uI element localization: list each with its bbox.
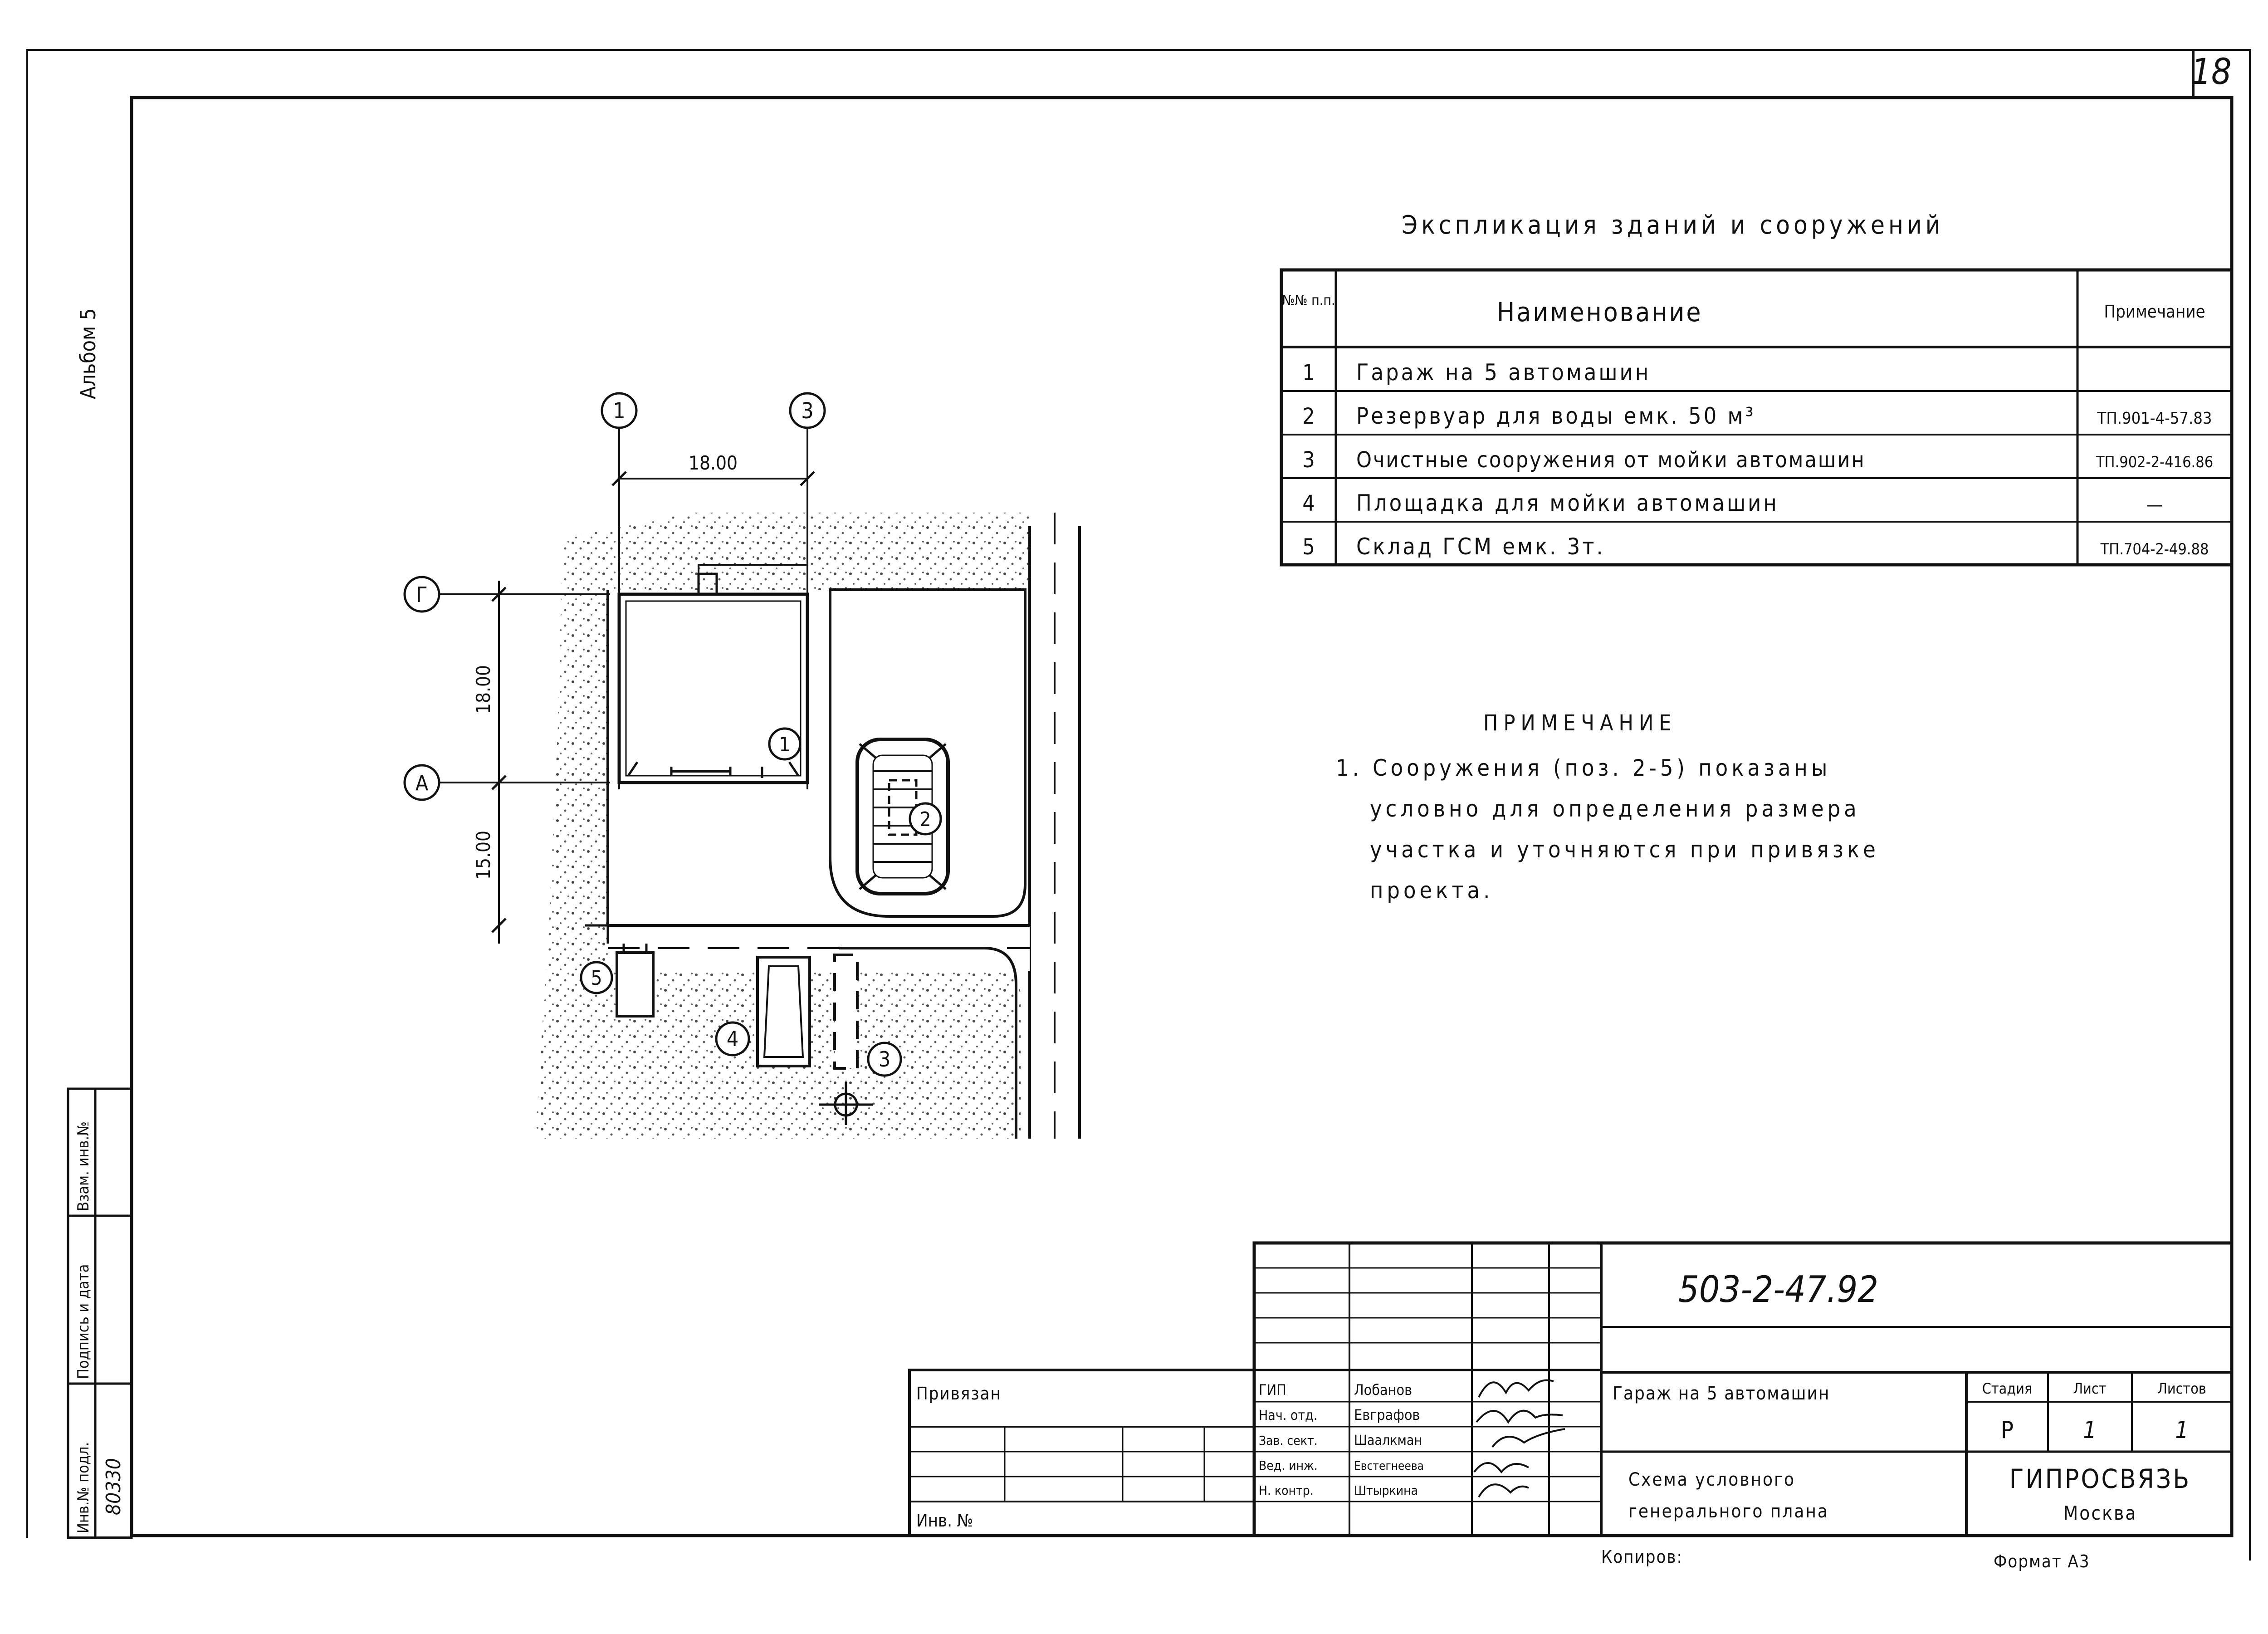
sheet-title-1: Схема условного bbox=[1628, 1469, 1795, 1490]
name-gip: Лобанов bbox=[1354, 1381, 1412, 1399]
side-label-inv: Инв.№ подл. bbox=[74, 1442, 93, 1533]
row-1-name: Гараж на 5 автомашин bbox=[1356, 359, 1651, 386]
album-label: Альбом 5 bbox=[76, 308, 100, 399]
bound-label: Привязан bbox=[916, 1384, 1002, 1404]
marker-3 bbox=[867, 1042, 902, 1077]
axis-bubble-3 bbox=[789, 392, 826, 429]
header-name: Наименование bbox=[1497, 297, 1703, 328]
marker-label-1: 1 bbox=[779, 733, 790, 756]
marker-4 bbox=[715, 1021, 750, 1057]
marker-1 bbox=[768, 727, 802, 761]
binding-block bbox=[908, 1369, 1256, 1537]
marker-label-4: 4 bbox=[727, 1027, 738, 1051]
note-line-4: проекта. bbox=[1370, 877, 1493, 904]
axis-label-3: 3 bbox=[801, 398, 813, 424]
inv-no-label: Инв. № bbox=[916, 1511, 973, 1531]
hydrant-symbol bbox=[819, 1082, 873, 1125]
reservoir bbox=[855, 738, 950, 895]
sheet-header: Лист bbox=[2073, 1380, 2107, 1397]
axis-label-g: Г bbox=[416, 582, 427, 607]
name-control: Штыркина bbox=[1354, 1483, 1418, 1498]
stage-value: Р bbox=[2001, 1417, 2014, 1444]
axis-bubble-a bbox=[403, 764, 440, 801]
side-inv-value: 80330 bbox=[102, 1458, 125, 1515]
explication-title: Экспликация зданий и сооружений bbox=[1402, 210, 1944, 240]
axis-bubble-g bbox=[403, 576, 440, 613]
signatures bbox=[1473, 1379, 1565, 1498]
row-5-name: Склад ГСМ емк. 3т. bbox=[1356, 533, 1605, 560]
header-note: Примечание bbox=[2104, 302, 2205, 322]
marker-label-5: 5 bbox=[591, 967, 602, 990]
org-name: ГИПРОСВЯЗЬ bbox=[2009, 1463, 2191, 1494]
marker-2 bbox=[909, 802, 942, 836]
doc-code: 503-2-47.92 bbox=[1678, 1268, 1878, 1311]
header-num: №№ п.п. bbox=[1282, 293, 1335, 308]
explication-table bbox=[1280, 268, 2234, 567]
dim-lot: 15.00 bbox=[472, 831, 494, 880]
axis-bubble-1 bbox=[601, 392, 638, 429]
row-5-num: 5 bbox=[1302, 534, 1315, 560]
row-2-num: 2 bbox=[1302, 404, 1315, 429]
sheet-frame bbox=[26, 49, 2251, 1561]
page-number: 18 bbox=[2191, 52, 2231, 93]
copied-label: Копиров: bbox=[1601, 1547, 1683, 1567]
row-3-note: ТП.902-2-416.86 bbox=[2096, 453, 2213, 471]
role-gip: ГИП bbox=[1259, 1381, 1286, 1399]
marker-label-2: 2 bbox=[919, 808, 931, 831]
row-1-num: 1 bbox=[1302, 360, 1315, 386]
site-plan: 1 3 Г А 18.00 18.00 15.00 bbox=[403, 392, 1081, 1139]
dim-depth: 18.00 bbox=[472, 665, 494, 714]
sheet-title-2: генерального плана bbox=[1628, 1501, 1829, 1522]
side-label-replace: Взам. инв.№ bbox=[74, 1121, 93, 1211]
row-5-note: ТП.704-2-49.88 bbox=[2100, 540, 2209, 558]
org-city: Москва bbox=[2063, 1502, 2137, 1524]
note-line-1: 1. Сооружения (поз. 2-5) показаны bbox=[1336, 755, 1831, 781]
sheet-value: 1 bbox=[2083, 1417, 2097, 1444]
sheets-header: Листов bbox=[2157, 1380, 2206, 1397]
marker-5 bbox=[580, 961, 613, 994]
name-head: Евграфов bbox=[1354, 1406, 1420, 1424]
row-4-name: Площадка для мойки автомашин bbox=[1356, 490, 1779, 516]
name-engineer: Евстегнеева bbox=[1354, 1459, 1424, 1473]
row-3-num: 3 bbox=[1302, 447, 1315, 473]
fuel-storage bbox=[616, 951, 655, 1018]
dim-width: 18.00 bbox=[689, 452, 738, 474]
role-sector: Зав. сект. bbox=[1259, 1433, 1318, 1448]
row-4-num: 4 bbox=[1302, 491, 1315, 516]
row-4-note: — bbox=[2146, 494, 2163, 515]
note-line-3: участка и уточняются при привязке bbox=[1370, 837, 1879, 863]
side-stamp bbox=[67, 1087, 133, 1539]
treatment-facility bbox=[833, 954, 859, 1070]
role-head: Нач. отд. bbox=[1259, 1408, 1317, 1424]
axis-label-1: 1 bbox=[613, 398, 625, 424]
format-label: Формат А3 bbox=[1994, 1551, 2090, 1571]
name-sector: Шаалкман bbox=[1354, 1433, 1422, 1448]
row-3-name: Очистные сооружения от мойки автомашин bbox=[1356, 447, 1866, 473]
role-control: Н. контр. bbox=[1259, 1483, 1314, 1498]
object-name: Гараж на 5 автомашин bbox=[1613, 1383, 1830, 1404]
note-title: ПРИМЕЧАНИЕ bbox=[1483, 710, 1677, 736]
row-2-note: ТП.901-4-57.83 bbox=[2097, 409, 2212, 428]
role-engineer: Вед. инж. bbox=[1259, 1458, 1318, 1473]
stage-header: Стадия bbox=[1982, 1380, 2032, 1397]
title-block bbox=[1252, 1241, 2234, 1537]
note-line-2: условно для определения размера bbox=[1370, 796, 1860, 822]
row-2-name: Резервуар для воды емк. 50 м³ bbox=[1356, 403, 1755, 429]
marker-label-3: 3 bbox=[879, 1047, 890, 1071]
explication-rows: 1 Гараж на 5 автомашин 2 Резервуар для в… bbox=[1302, 359, 2213, 560]
sheets-value: 1 bbox=[2175, 1417, 2189, 1444]
axis-label-a: А bbox=[415, 771, 428, 795]
washing-platform bbox=[756, 956, 811, 1067]
side-label-sign: Подпись и дата bbox=[74, 1264, 93, 1379]
